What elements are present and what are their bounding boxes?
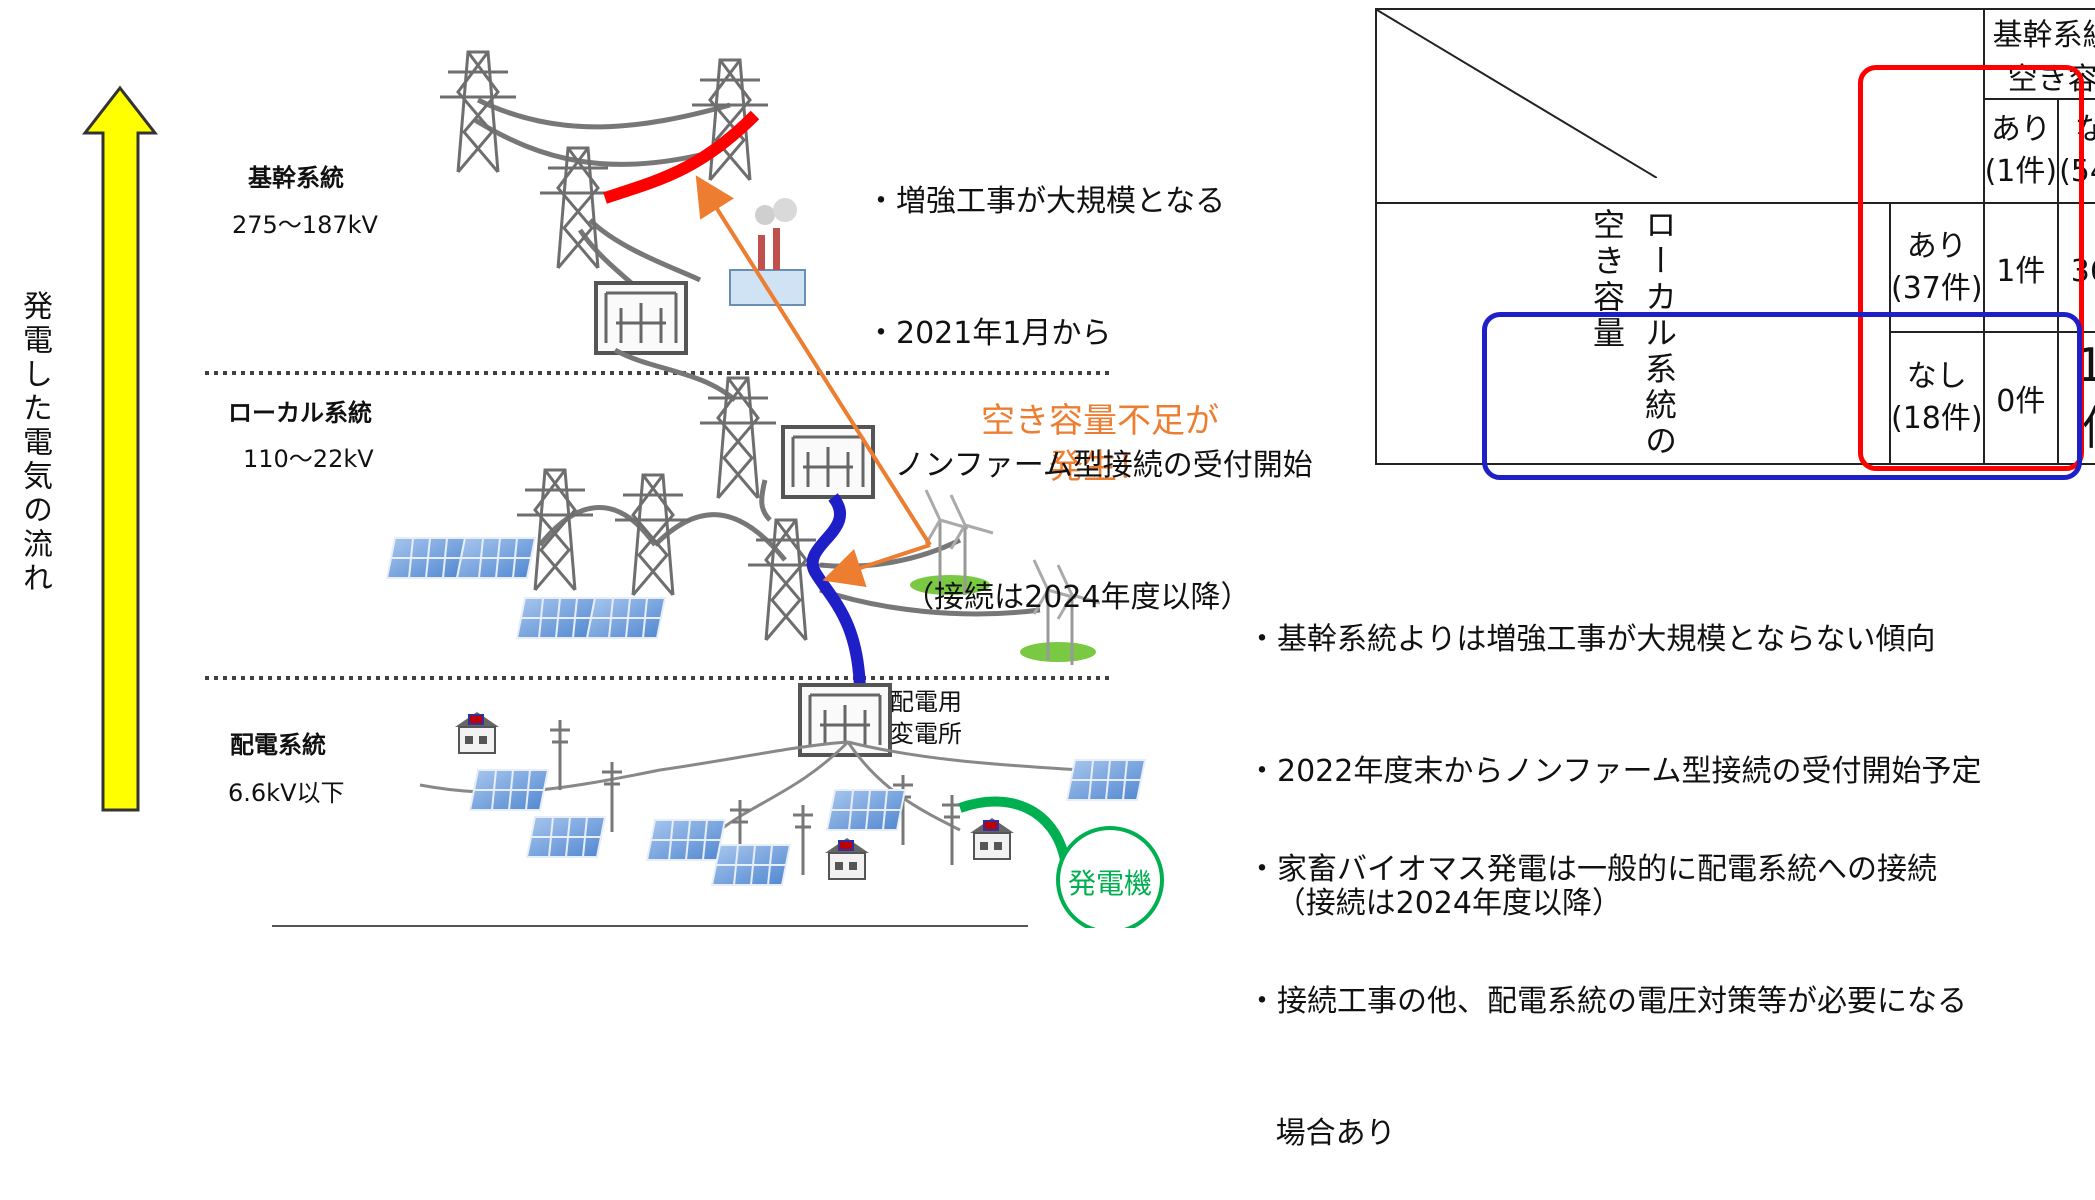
utility-pole-icon — [548, 718, 572, 792]
row-header-yes: あり (37件) — [1889, 202, 1985, 333]
solar-panel-icon — [386, 537, 466, 579]
grid-diagram — [81, 50, 1164, 928]
row-group-outer: ローカル系統の — [1640, 207, 1678, 460]
trunk-notes: ・増強工事が大規模となる ・2021年1月から ノンファーム型接続の受付開始 （… — [866, 92, 1313, 664]
trunk-voltage: 275～187kV — [232, 211, 378, 239]
capacity-table: 基幹系統の空き容量 あり (1件) なし (54件) 空き容量 ローカル系統の … — [1375, 8, 2095, 465]
solar-panel-icon — [711, 844, 791, 886]
note-line: ・基幹系統よりは増強工事が大規模とならない傾向 — [1247, 622, 1936, 657]
note-line: ・増強工事が大規模となる — [866, 184, 1226, 219]
note-line: ・接続工事の他、配電系統の電圧対策等が必要になる — [1247, 984, 1967, 1019]
note-line: （接続は2024年度以降） — [866, 580, 1251, 615]
local-title: ローカル系統 — [228, 399, 372, 427]
solar-panel-icon — [469, 769, 549, 811]
cell-yes-yes: 1件 — [1982, 202, 2060, 333]
substation-icon — [781, 425, 875, 499]
local-congestion-line — [806, 493, 866, 691]
house-icon — [969, 817, 1015, 860]
note-line: ノンファーム型接続の受付開始 — [866, 448, 1313, 483]
note-line: ・2021年1月から — [866, 316, 1112, 351]
note-line: ・家畜バイオマス発電は一般的に配電系統への接続 — [1247, 852, 1937, 887]
wind-turbine-icon — [1020, 558, 1102, 667]
generator-circle — [1056, 826, 1164, 928]
tower-icon — [746, 518, 826, 642]
cell-no-yes: 0件 — [1982, 331, 2060, 465]
wind-turbine-icon — [910, 488, 995, 597]
note-line: 場合あり — [1247, 1116, 1396, 1151]
arrow-to-trunk — [695, 175, 932, 547]
house-icon — [454, 711, 500, 754]
substation-label: 配電用 変電所 — [890, 688, 962, 748]
distribution-title: 配電系統 — [230, 731, 326, 759]
local-no-capacity-highlight — [1482, 312, 2082, 480]
shortage-label: 空き容量不足が発生！ — [981, 401, 1219, 487]
solar-panel-icon — [516, 597, 596, 639]
row-group-header: 空き容量 ローカル系統の — [1375, 202, 1891, 465]
solar-panel-icon — [646, 819, 726, 861]
solar-panel-icon — [826, 789, 906, 831]
col-group-header: 基幹系統の空き容量 — [1982, 8, 2095, 100]
substation-icon — [594, 281, 688, 355]
utility-pole-icon — [791, 803, 815, 877]
flow-arrow — [81, 85, 159, 812]
flow-label: 発電した電気の流れ — [17, 290, 52, 596]
solar-panel-icon — [456, 537, 536, 579]
diagonal-header — [1375, 8, 1985, 204]
trunk-title: 基幹系統 — [248, 164, 344, 192]
note-line: （接続は2024年度以降） — [1247, 886, 1622, 921]
solar-panel-icon — [526, 816, 606, 858]
trunk-no-capacity-highlight — [1858, 65, 2084, 471]
tower-icon — [613, 473, 693, 597]
solar-panel-icon — [1066, 759, 1146, 801]
distribution-voltage: 6.6kV以下 — [228, 779, 345, 807]
note-line: ・2022年度末からノンファーム型接続の受付開始予定 — [1247, 754, 1982, 789]
row-header-no: なし (18件) — [1889, 331, 1985, 465]
distribution-notes: ・家畜バイオマス発電は一般的に配電系統への接続 ・接続工事の他、配電系統の電圧対… — [1247, 760, 1967, 1200]
local-voltage: 110～22kV — [243, 445, 374, 473]
solar-panel-icon — [586, 597, 666, 639]
arrow-to-local — [822, 543, 931, 587]
local-notes: ・基幹系統よりは増強工事が大規模とならない傾向 ・2022年度末からノンファーム… — [1247, 530, 1982, 970]
row-group-inner: 空き容量 — [1588, 207, 1626, 352]
house-icon — [824, 837, 870, 880]
generator-label: 発電機 — [1067, 867, 1152, 900]
col-header-yes: あり (1件) — [1982, 98, 2060, 204]
generator-line — [958, 796, 1070, 862]
trunk-congestion-line — [603, 110, 760, 204]
